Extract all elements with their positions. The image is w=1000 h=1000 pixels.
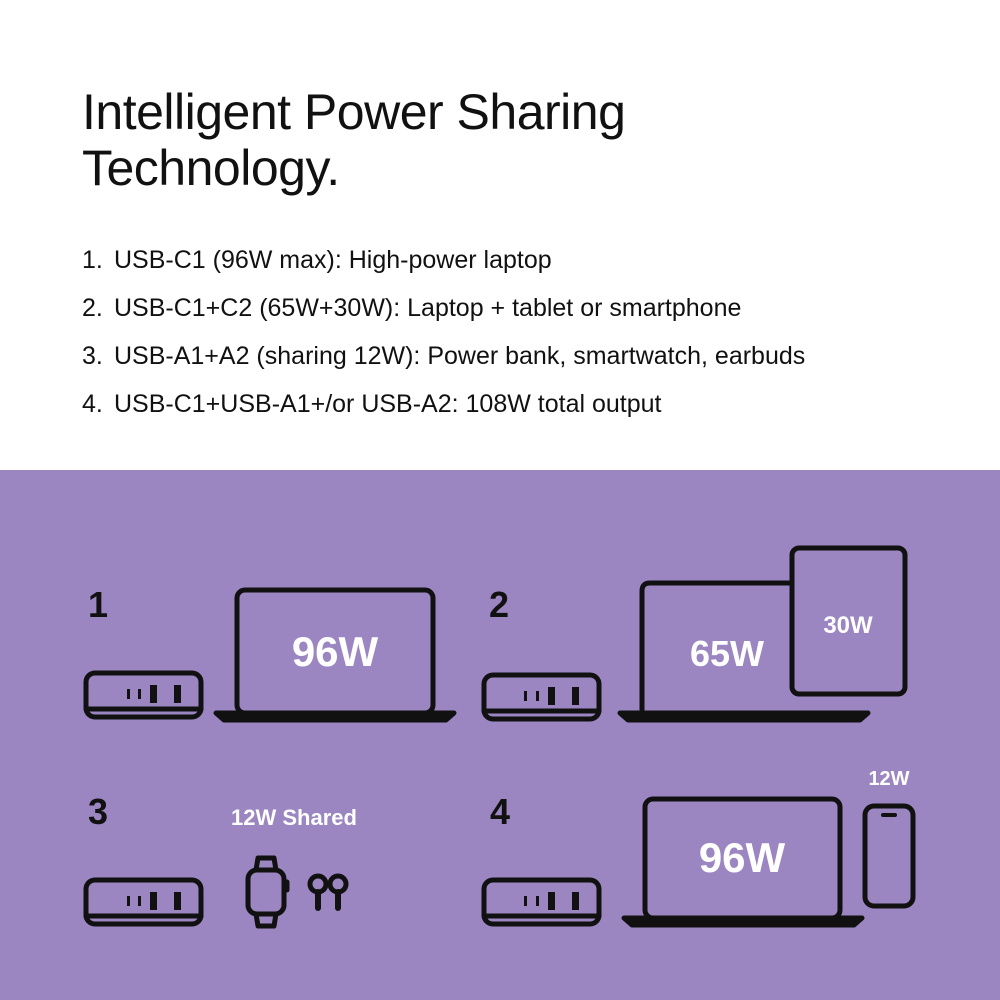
diagram-canvas: 1 2 3 4 96W 65W 30W 12W Shared 96W 12W bbox=[83, 545, 916, 929]
phone-icon bbox=[862, 803, 916, 909]
header-section: Intelligent Power Sharing Technology. 1.… bbox=[0, 0, 1000, 470]
scenario-4-laptop-watts: 96W bbox=[699, 834, 786, 881]
tablet-icon bbox=[789, 545, 908, 697]
charger-icon bbox=[481, 877, 602, 927]
list-item-number: 2. bbox=[82, 294, 103, 322]
list-item: 1. USB-C1 (96W max): High-power laptop bbox=[82, 236, 805, 284]
scenario-4-phone-watts: 12W bbox=[868, 768, 909, 790]
laptop-icon bbox=[213, 587, 457, 723]
list-item: 3. USB-A1+A2 (sharing 12W): Power bank, s… bbox=[82, 332, 805, 380]
scenario-2-laptop-watts: 65W bbox=[690, 633, 764, 674]
page-title: Intelligent Power Sharing Technology. bbox=[82, 84, 902, 196]
list-item-text: USB-C1+USB-A1+/or USB-A2: 108W total out… bbox=[114, 390, 662, 418]
scenario-4 bbox=[481, 796, 916, 928]
scenario-1-laptop-watts: 96W bbox=[292, 628, 379, 675]
list-item-text: USB-C1 (96W max): High-power laptop bbox=[114, 246, 552, 274]
diagram-panel: 1 2 3 4 96W 65W 30W 12W Shared 96W 12W bbox=[0, 470, 1000, 1000]
list-item: 2. USB-C1+C2 (65W+30W): Laptop + tablet o… bbox=[82, 284, 805, 332]
earbuds-icon bbox=[307, 873, 349, 911]
scenario-3-shared-label: 12W Shared bbox=[231, 805, 357, 830]
list-item-number: 1. bbox=[82, 246, 103, 274]
scenario-2-tablet-watts: 30W bbox=[823, 612, 873, 639]
list-item-text: USB-A1+A2 (sharing 12W): Power bank, sma… bbox=[114, 342, 806, 370]
modes-list: 1. USB-C1 (96W max): High-power laptop 2.… bbox=[82, 236, 805, 428]
scenario-3 bbox=[83, 855, 349, 929]
smartwatch-icon bbox=[245, 855, 290, 929]
charger-icon bbox=[83, 670, 204, 720]
scenario-4-number: 4 bbox=[490, 791, 510, 832]
laptop-icon bbox=[617, 580, 871, 723]
scenario-1-number: 1 bbox=[88, 584, 108, 625]
scenario-2-number: 2 bbox=[489, 584, 509, 625]
scenario-2 bbox=[481, 545, 908, 723]
list-item-number: 4. bbox=[82, 390, 103, 418]
laptop-icon bbox=[621, 796, 865, 928]
charger-icon bbox=[481, 672, 602, 722]
title-line-1: Intelligent Power Sharing bbox=[82, 84, 626, 140]
list-item-text: USB-C1+C2 (65W+30W): Laptop + tablet or … bbox=[114, 294, 742, 322]
scenario-3-number: 3 bbox=[88, 791, 108, 832]
charger-icon bbox=[83, 877, 204, 927]
title-line-2: Technology. bbox=[82, 140, 340, 196]
list-item: 4. USB-C1+USB-A1+/or USB-A2: 108W total o… bbox=[82, 380, 805, 428]
scenario-1 bbox=[83, 587, 457, 723]
list-item-number: 3. bbox=[82, 342, 103, 370]
